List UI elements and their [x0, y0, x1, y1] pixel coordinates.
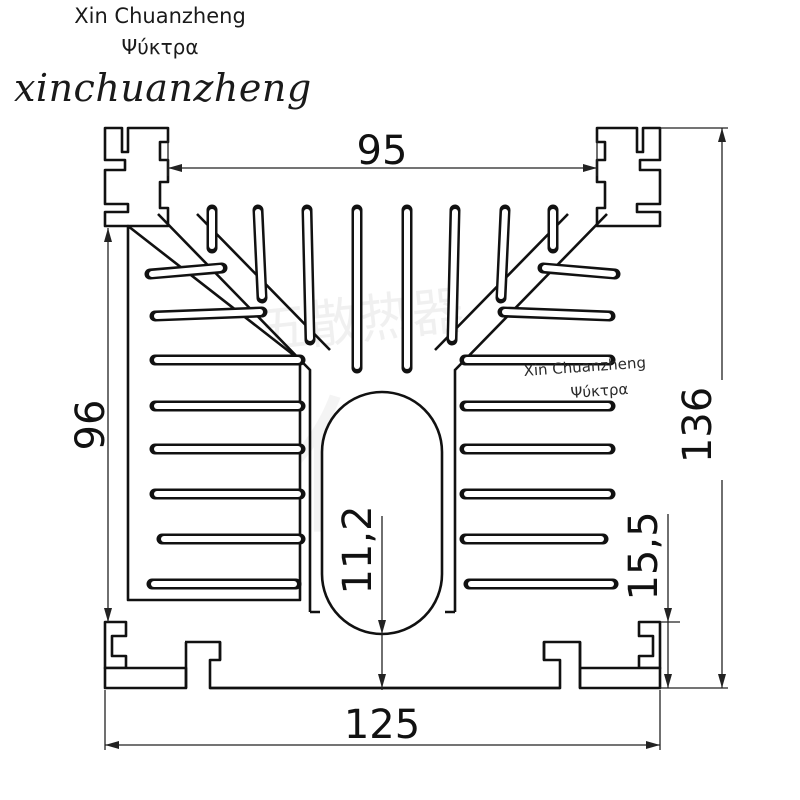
- base-slots: [184, 642, 582, 688]
- dim-top-width: 95: [357, 128, 408, 174]
- dim-slot-offset: 15,5: [621, 511, 667, 600]
- right-edge-mask: [712, 380, 800, 480]
- dimension-lines: [104, 127, 728, 750]
- bottom-right-clip: [637, 620, 662, 670]
- base-left-foot: [103, 666, 188, 690]
- brand-watermark-greek: Ψύκτρα: [121, 35, 199, 59]
- left-fins: [144, 262, 306, 590]
- top-left-clip: [103, 126, 170, 228]
- base-strip: [185, 640, 662, 690]
- dim-bottom-width: 125: [344, 702, 420, 748]
- top-right-clip: [595, 126, 662, 228]
- dim-left-height: 96: [68, 400, 114, 451]
- top-fins: [206, 204, 559, 374]
- brand-watermark-latin: Xin Chuanzheng: [74, 4, 246, 28]
- brand-watermark-script: xinchuanzheng: [14, 66, 312, 110]
- bottom-left-clip: [103, 620, 128, 670]
- dim-slot-width: 11,2: [335, 505, 381, 594]
- right-fins: [459, 262, 621, 590]
